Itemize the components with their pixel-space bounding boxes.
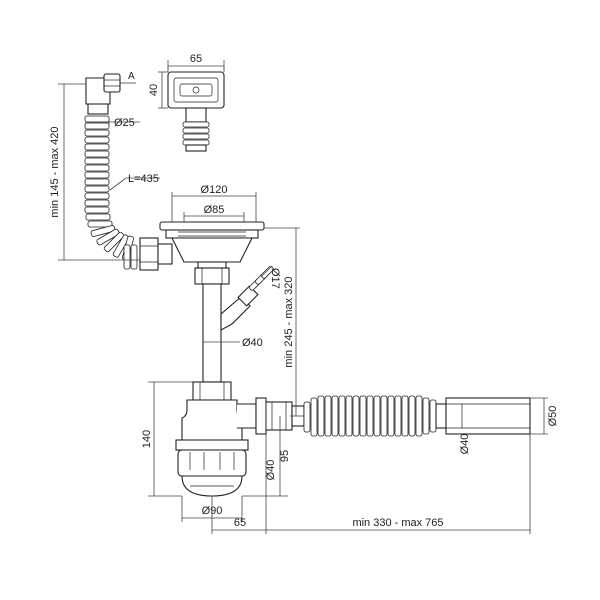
dimension-overflow-range: min 145 - max 420 — [49, 83, 145, 261]
outer-diameter-label: Ø120 — [201, 184, 228, 196]
plate-width-label: 65 — [190, 53, 202, 65]
dimension-plate-height: 40 — [148, 71, 168, 109]
dimension-outer-diameter: Ø120 — [171, 184, 257, 222]
branch-diameter-label: Ø17 — [269, 268, 281, 289]
dimension-end-diameter: Ø50 — [530, 397, 559, 435]
corrugated-diameter-label: Ø40 — [459, 434, 471, 455]
outlet-corrugated-hose — [303, 395, 437, 437]
hose-length-callout: L=435 — [109, 173, 160, 191]
dimension-outlet-offset: 65 — [211, 434, 267, 534]
bottle-trap — [175, 381, 249, 497]
plate-height-label: 40 — [148, 84, 160, 96]
dimension-outlet-height: 95 — [242, 416, 291, 497]
sink-strainer — [139, 221, 265, 271]
height-range-label: min 245 - max 320 — [283, 276, 295, 367]
trap-height-label: 140 — [141, 430, 153, 448]
dishwasher-branch — [220, 266, 274, 331]
drain-length-label: min 330 - max 765 — [352, 517, 443, 529]
outlet-fitting — [237, 397, 305, 435]
overflow-plate-detail — [167, 71, 225, 152]
overflow-elbow — [85, 73, 121, 115]
dimension-plate-width: 65 — [167, 53, 225, 72]
pipe-diameter-callout: Ø40 — [203, 337, 263, 349]
dimension-grate-diameter: Ø85 — [183, 204, 245, 222]
overflow-corrugated-hose — [84, 115, 138, 270]
dimension-height-range: min 245 - max 320 — [264, 227, 304, 417]
dimension-corrugated-diameter: Ø40 — [459, 404, 471, 454]
outlet-height-label: 95 — [279, 450, 291, 462]
overflow-diameter-label: Ø25 — [114, 117, 135, 129]
overflow-range-label: min 145 - max 420 — [49, 126, 61, 217]
end-diameter-label: Ø50 — [547, 406, 559, 427]
dimension-trap-height: 140 — [141, 381, 193, 497]
overflow-marker-a: A — [120, 71, 136, 84]
outlet-offset-label: 65 — [234, 517, 246, 529]
overflow-diameter-callout: Ø25 — [85, 117, 140, 129]
outlet-end-pipe — [435, 397, 531, 435]
grate-diameter-label: Ø85 — [204, 204, 225, 216]
branch-diameter-callout: Ø17 — [261, 265, 281, 289]
hose-length-label: L=435 — [128, 173, 159, 185]
dimension-drain-length: min 330 - max 765 — [266, 434, 531, 534]
overflow-marker-label: A — [128, 71, 135, 82]
outlet-diameter-label: Ø40 — [265, 460, 277, 481]
dimension-outlet-diameter: Ø40 — [265, 402, 277, 480]
pipe-diameter-label: Ø40 — [242, 337, 263, 349]
vertical-drain-pipe — [194, 261, 230, 383]
